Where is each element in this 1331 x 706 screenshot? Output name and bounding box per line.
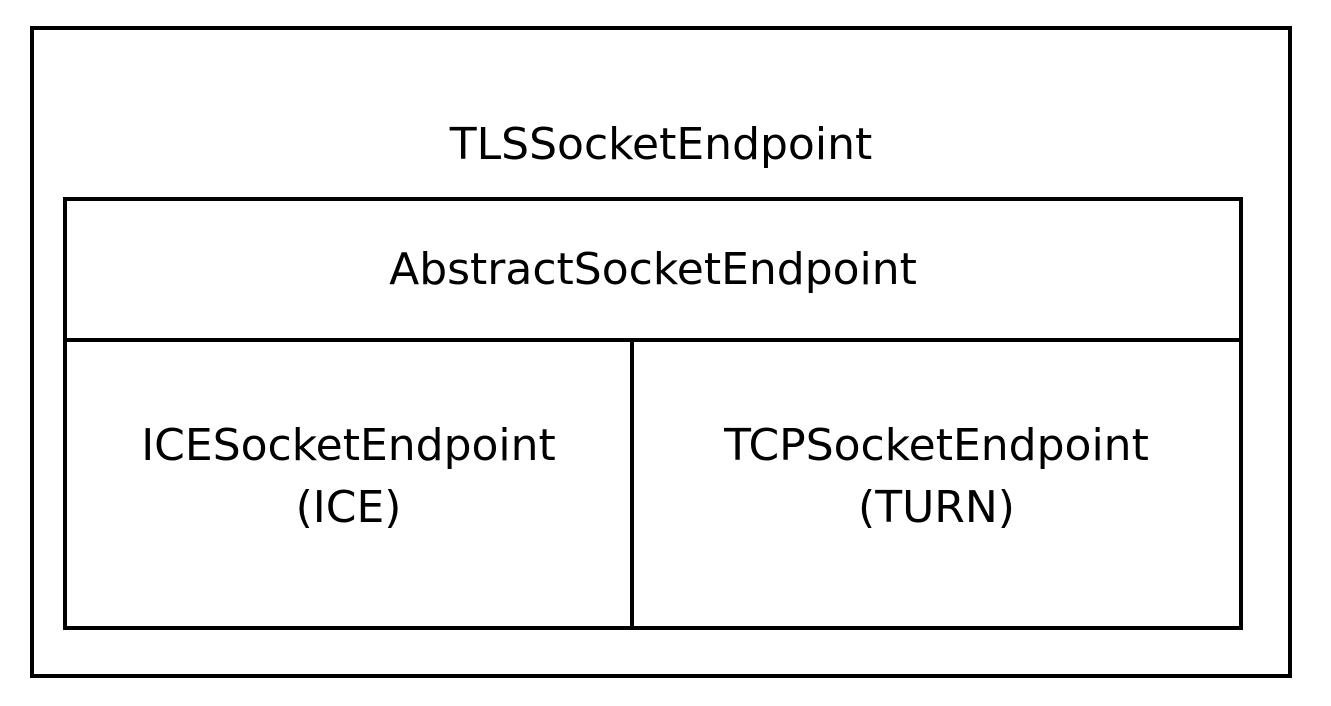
tcp-socket-endpoint-box: TCPSocketEndpoint (TURN)	[634, 342, 1239, 626]
ice-socket-endpoint-title: ICESocketEndpoint	[141, 420, 556, 472]
tcp-socket-endpoint-title: TCPSocketEndpoint	[724, 420, 1149, 472]
ice-socket-endpoint-box: ICESocketEndpoint (ICE)	[67, 342, 634, 626]
abstract-socket-endpoint-label: AbstractSocketEndpoint	[389, 244, 917, 295]
abstract-socket-endpoint-box: AbstractSocketEndpoint ICESocketEndpoint…	[63, 197, 1243, 630]
tls-socket-endpoint-label: TLSSocketEndpoint	[449, 119, 873, 170]
ice-socket-endpoint-subtitle: (ICE)	[295, 482, 402, 533]
tls-socket-endpoint-box: TLSSocketEndpoint AbstractSocketEndpoint…	[30, 26, 1292, 678]
endpoint-cells-row: ICESocketEndpoint (ICE) TCPSocketEndpoin…	[67, 338, 1239, 626]
tcp-socket-endpoint-subtitle: (TURN)	[858, 482, 1015, 533]
